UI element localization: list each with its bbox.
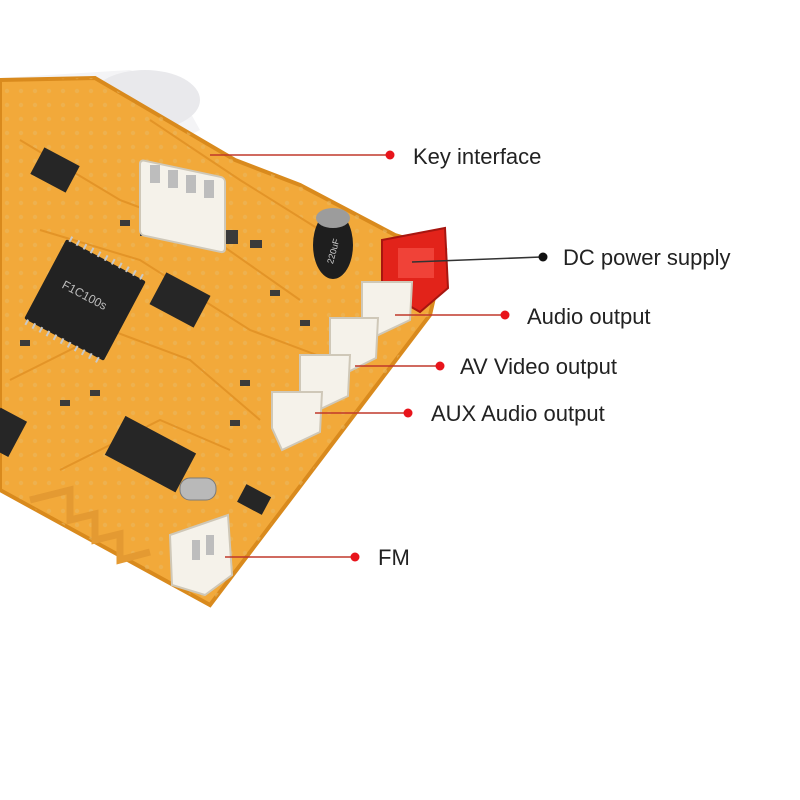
dot-fm <box>350 552 360 562</box>
output-connector-stack <box>271 281 414 452</box>
dot-key <box>385 150 395 160</box>
dot-av <box>435 361 445 371</box>
electrolytic-capacitor: 220uF <box>313 208 353 279</box>
label-key-interface: Key interface <box>413 144 542 169</box>
label-dc-power-supply: DC power supply <box>563 245 731 270</box>
label-audio-output: Audio output <box>527 304 651 329</box>
label-fm: FM <box>378 545 410 570</box>
leader-lines <box>210 154 542 558</box>
leader-line-dc <box>411 256 542 263</box>
dot-audio <box>500 310 510 320</box>
dot-aux <box>403 408 413 418</box>
key-interface-connector <box>139 159 226 254</box>
secondary-ics <box>0 147 272 515</box>
soc-chip: F1C100s <box>24 236 146 363</box>
fm-connector <box>168 513 234 597</box>
label-av-video-output: AV Video output <box>460 354 617 379</box>
dot-dc <box>538 252 548 262</box>
crystal-oscillator <box>179 477 217 501</box>
label-aux-audio-output: AUX Audio output <box>431 401 605 426</box>
antenna-trace <box>29 485 151 565</box>
